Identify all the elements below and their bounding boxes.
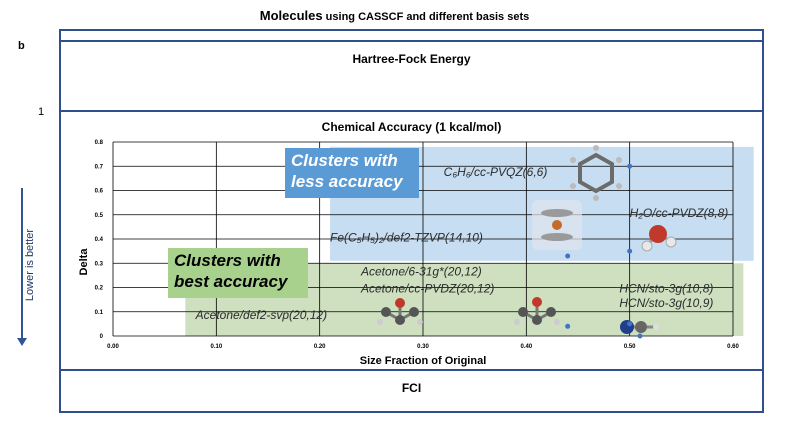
x-tick-label: 0.10 xyxy=(210,344,222,350)
clusters-less-line-2: less accuracy xyxy=(291,172,403,191)
x-axis-label: Size Fraction of Original xyxy=(359,355,487,367)
y-tick-label: 0 xyxy=(100,334,104,340)
panel-letter: b xyxy=(18,40,25,52)
point-annotation: HCN/sto-3g(10,8) xyxy=(619,281,713,295)
x-tick-label: 0.60 xyxy=(727,344,739,350)
water-molecule-icon xyxy=(641,225,677,252)
arrow-down-icon xyxy=(17,338,27,346)
ferrocene-molecule-icon xyxy=(532,200,582,250)
energy-frame xyxy=(59,29,764,413)
fci-label: FCI xyxy=(401,381,422,395)
level-marker: 1 xyxy=(38,106,45,118)
clusters-best-line-2: best accuracy xyxy=(174,272,288,291)
y-tick-label: 0.1 xyxy=(95,310,104,316)
data-point xyxy=(565,323,571,329)
data-point xyxy=(637,333,643,339)
y-tick-label: 0.7 xyxy=(95,164,104,170)
x-tick-label: 0.40 xyxy=(520,344,532,350)
clusters-best-line-1: Clusters with xyxy=(174,251,281,270)
clusters-best-accuracy-label: Clusters with best accuracy xyxy=(168,248,308,298)
lower-better-arrow xyxy=(21,188,23,340)
y-tick-label: 0.2 xyxy=(95,286,104,292)
x-tick-label: 0.30 xyxy=(417,344,429,350)
benzene-molecule-icon xyxy=(570,145,622,201)
y-tick-label: 0.3 xyxy=(95,261,104,267)
chemical-accuracy-divider xyxy=(59,110,764,112)
acetone-molecule-icon xyxy=(514,297,560,325)
clusters-less-accuracy-label: Clusters with less accuracy xyxy=(285,148,419,198)
hartree-fock-label: Hartree-Fock Energy xyxy=(352,52,471,66)
data-point xyxy=(627,321,633,327)
hf-top-divider xyxy=(59,40,764,42)
y-tick-label: 0.5 xyxy=(95,213,104,219)
acetone-molecule-icon xyxy=(377,298,423,325)
chemical-accuracy-label: Chemical Accuracy (1 kcal/mol) xyxy=(321,120,502,134)
data-point xyxy=(627,163,633,169)
x-tick-label: 0.50 xyxy=(624,344,636,350)
x-tick-label: 0.20 xyxy=(314,344,326,350)
clusters-less-line-1: Clusters with xyxy=(291,151,398,170)
point-annotation: Fe(C₅H₅)₂/def2-TZVP(14,10) xyxy=(330,230,483,244)
point-annotation: HCN/sto-3g(10,9) xyxy=(619,296,713,310)
chart-title: Molecules using CASSCF and different bas… xyxy=(259,8,530,23)
data-point xyxy=(565,253,571,259)
point-annotation: Acetone/def2-svp(20,12) xyxy=(195,308,327,322)
point-annotation: C₆H₆/cc-PVQZ(6,6) xyxy=(444,165,548,179)
x-tick-label: 0.00 xyxy=(107,344,119,350)
data-point xyxy=(627,248,633,254)
point-annotation: Acetone/6-31g*(20,12) xyxy=(360,264,482,278)
y-tick-label: 0.8 xyxy=(95,140,104,146)
point-annotation: Acetone/cc-PVDZ(20,12) xyxy=(360,281,494,295)
fci-divider xyxy=(59,369,764,371)
point-annotation: H₂O/cc-PVDZ(8,8) xyxy=(630,206,729,220)
y-tick-label: 0.6 xyxy=(95,189,104,195)
y-tick-label: 0.4 xyxy=(95,237,104,243)
